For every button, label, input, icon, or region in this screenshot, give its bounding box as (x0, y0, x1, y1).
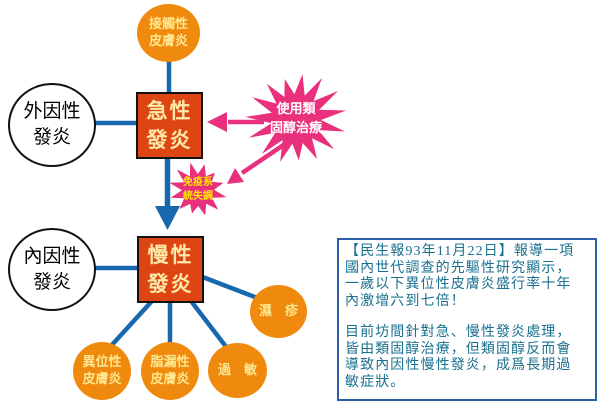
news-paragraph: 目前坊間針對急、慢性發炎處理， 皆由類固醇治療，但類固醇反而會 導致內因性慢性發… (345, 325, 572, 390)
burst-text: 統失調 (183, 191, 213, 202)
arrow-acute-to-chronic-head (155, 206, 180, 230)
news-paragraph: 【民生報93年11月22日】報導一項 國內世代調查的先驅性研究顯示， 一歲以下異… (345, 244, 575, 309)
node-contact-dermatitis: 接觸性 皮膚炎 (137, 4, 200, 62)
node-label: 發炎 (32, 127, 71, 148)
node-label: 內因性 (23, 245, 81, 267)
node-allergy: 過 敏 (208, 343, 267, 398)
node-atopic-dermatitis: 異位性 皮膚炎 (73, 342, 131, 400)
node-label: 急性 (146, 99, 193, 124)
steroid-burst-shape (245, 74, 346, 162)
immune-burst-shape (169, 162, 227, 216)
burst-text: 固醇治療 (269, 120, 322, 135)
node-eczema: 濕 疹 (250, 285, 307, 338)
node-label: 異位性 (82, 354, 122, 370)
node-label: 皮膚炎 (150, 371, 190, 386)
burst-text: 免疫系 (183, 177, 213, 188)
node-label: 過 敏 (217, 362, 257, 378)
arrow-steroid-to-immune-head (227, 168, 244, 184)
arrow-steroid-to-acute-head (207, 112, 227, 132)
connector-chronic-atopic (108, 299, 154, 349)
arrow-steroid-to-immune-shaft (240, 142, 287, 175)
node-label: 發炎 (146, 127, 193, 152)
node-chronic-inflammation: 慢性 發炎 (137, 236, 204, 303)
news-infobox: 【民生報93年11月22日】報導一項 國內世代調查的先驅性研究顯示， 一歲以下異… (337, 238, 597, 401)
node-label: 外因性 (23, 101, 81, 123)
connector-chronic-allergy (189, 299, 229, 350)
node-seborrheic-dermatitis: 脂漏性 皮膚炎 (141, 342, 199, 400)
burst-text: 使用類 (276, 101, 316, 117)
label-steroid-treatment: 使用類 固醇治療 (249, 97, 343, 141)
node-label: 接觸性 (148, 16, 188, 32)
node-label: 濕 疹 (258, 303, 298, 319)
node-label: 發炎 (32, 271, 71, 293)
node-label: 慢性 (147, 243, 194, 268)
node-exogenous-inflammation: 外因性 發炎 (8, 83, 96, 167)
node-acute-inflammation: 急性 發炎 (136, 92, 203, 159)
node-label: 皮膚炎 (82, 371, 122, 386)
node-label: 脂漏性 (150, 354, 190, 370)
label-immune-disorder: 免疫系 統失調 (170, 175, 226, 205)
node-endogenous-inflammation: 內因性 發炎 (8, 228, 96, 311)
node-label: 發炎 (147, 271, 194, 296)
connector-chronic-eczema (199, 273, 261, 302)
node-label: 皮膚炎 (148, 33, 188, 48)
